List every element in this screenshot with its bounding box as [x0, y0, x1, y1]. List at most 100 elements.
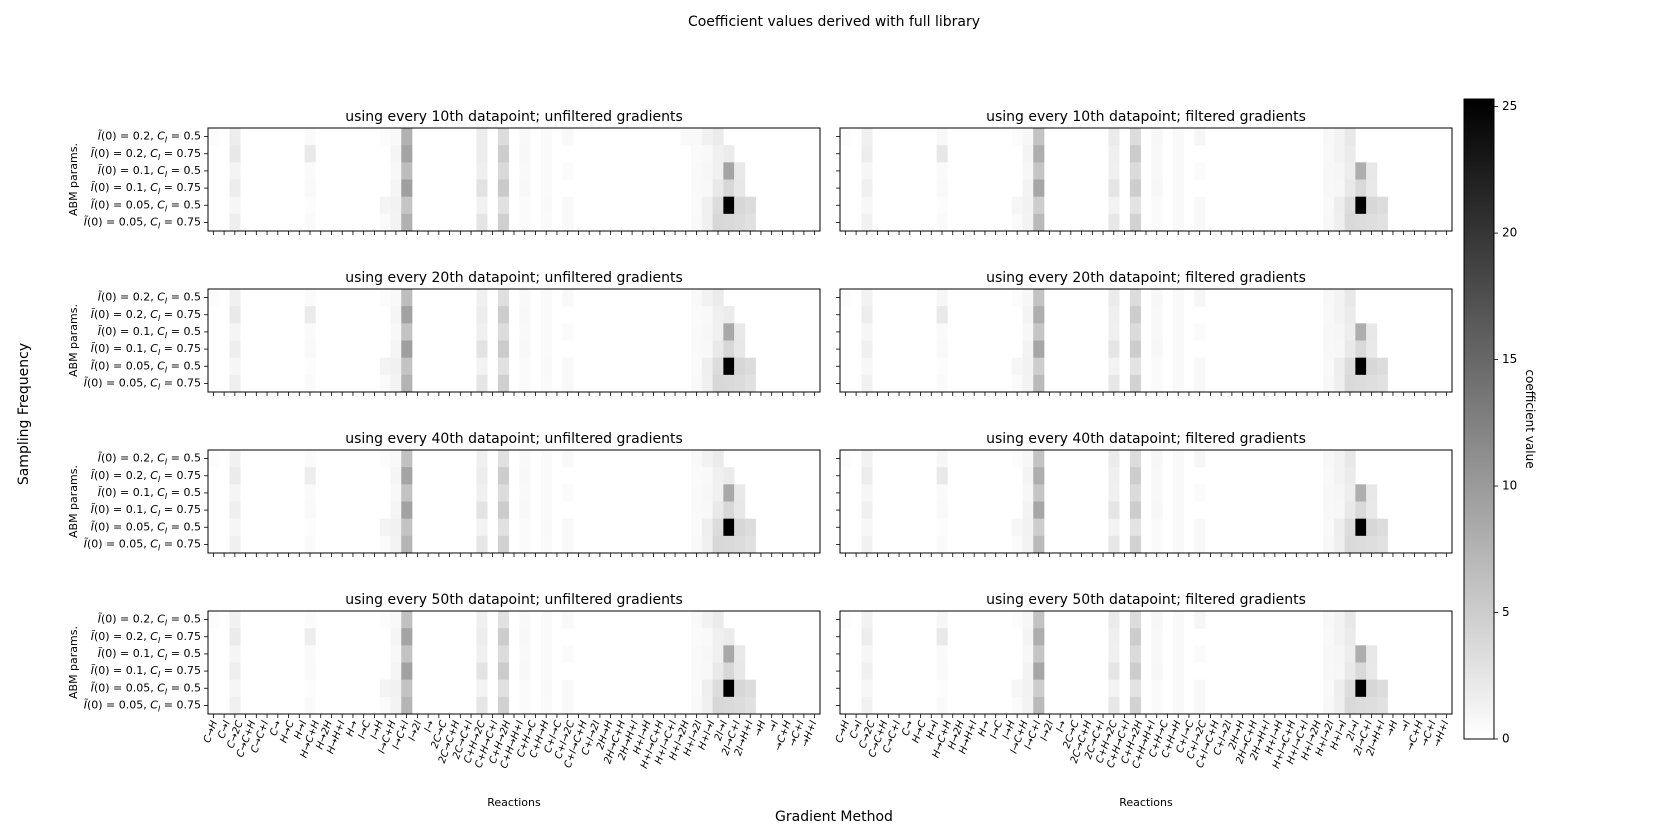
heatmap-cell	[304, 535, 316, 554]
row-label: Ĩ(0) = 0.05, CI = 0.5	[91, 681, 201, 696]
heatmap-cell	[723, 374, 735, 393]
heatmap-cell	[519, 518, 531, 537]
heatmap-cell	[304, 696, 316, 715]
heatmap-cell	[1022, 145, 1034, 163]
heatmap-cell	[691, 306, 703, 324]
heatmap-cell	[562, 162, 574, 180]
heatmap-cell	[229, 162, 241, 180]
heatmap-cell	[1033, 357, 1045, 376]
heatmap-cell	[691, 484, 703, 502]
heatmap-cell	[691, 213, 703, 232]
heatmap-cell	[691, 357, 703, 376]
heatmap-cell	[734, 662, 746, 681]
heatmap-cell	[840, 611, 852, 629]
heatmap-cell	[744, 374, 756, 393]
heatmap-cell	[712, 467, 724, 485]
heatmap-cell	[497, 484, 509, 502]
heatmap-cell	[1129, 501, 1141, 520]
heatmap-cell	[712, 628, 724, 646]
heatmap-cell	[936, 128, 948, 146]
heatmap-cell	[840, 289, 852, 307]
heatmap-cell	[562, 357, 574, 376]
heatmap-cell	[401, 518, 413, 537]
colorbar-tick-label: 20	[1502, 226, 1517, 240]
heatmap-cell	[1129, 628, 1141, 646]
heatmap-cell	[1366, 340, 1378, 359]
reaction-tick-label: H→	[977, 719, 993, 738]
heatmap-cell	[1333, 374, 1345, 393]
heatmap-cell	[861, 289, 873, 307]
heatmap-cell	[304, 213, 316, 232]
heatmap-cell	[701, 535, 713, 554]
heatmap-cell	[861, 501, 873, 520]
heatmap-cell	[476, 696, 488, 715]
row-label: Ĩ(0) = 0.2, CI = 0.75	[91, 469, 201, 484]
heatmap-cell	[540, 128, 552, 146]
heatmap-cell	[936, 306, 948, 324]
heatmap-cell	[723, 501, 735, 520]
heatmap-cell	[497, 501, 509, 520]
heatmap-cell	[1033, 467, 1045, 485]
heatmap-cell	[1344, 306, 1356, 324]
heatmap-cell	[1108, 467, 1120, 485]
heatmap-cell	[519, 323, 531, 341]
heatmap-cell	[936, 196, 948, 215]
heatmap-cell	[1323, 179, 1335, 198]
heatmap-cell	[401, 162, 413, 180]
heatmap-cell	[401, 145, 413, 163]
heatmap-cell	[1333, 696, 1345, 715]
heatmap-cell	[744, 535, 756, 554]
heatmap-cell	[401, 196, 413, 215]
heatmap-cell	[379, 128, 391, 146]
heatmap-cell	[476, 679, 488, 698]
row-label: Ĩ(0) = 0.1, CI = 0.75	[91, 342, 201, 357]
heatmap-cell	[1151, 162, 1163, 180]
heatmap-cell	[1011, 518, 1023, 537]
heatmap-cell	[1033, 679, 1045, 698]
heatmap-cell	[861, 535, 873, 554]
heatmap-cell	[723, 340, 735, 359]
heatmap-cell	[562, 696, 574, 715]
heatmap-cell	[1344, 535, 1356, 554]
heatmap-cell	[229, 196, 241, 215]
heatmap-cell	[1323, 357, 1335, 376]
heatmap-cell	[497, 179, 509, 198]
heatmap-cell	[1194, 213, 1206, 232]
heatmap-cell	[840, 128, 852, 146]
heatmap-cell	[1108, 162, 1120, 180]
figure-title: Coefficient values derived with full lib…	[688, 14, 980, 30]
heatmap-cell	[476, 213, 488, 232]
heatmap-cell	[476, 467, 488, 485]
heatmap-cell	[936, 213, 948, 232]
heatmap-cell	[540, 696, 552, 715]
row-label: Ĩ(0) = 0.1, CI = 0.75	[91, 664, 201, 679]
heatmap-cell	[701, 289, 713, 307]
heatmap-cell	[712, 128, 724, 146]
heatmap-cell	[229, 484, 241, 502]
heatmap-cell	[401, 306, 413, 324]
heatmap-cell	[701, 611, 713, 629]
heatmap-cell	[1011, 289, 1023, 307]
heatmap-cell	[936, 484, 948, 502]
heatmap-cell	[712, 484, 724, 502]
heatmap-cell	[497, 696, 509, 715]
heatmap-cell	[936, 374, 948, 393]
heatmap-cell	[519, 645, 531, 663]
heatmap-cell	[1344, 289, 1356, 307]
heatmap-cell	[1151, 306, 1163, 324]
heatmap-cell	[861, 611, 873, 629]
heatmap-cell	[497, 196, 509, 215]
heatmap-cell	[562, 679, 574, 698]
heatmap-cell	[1366, 374, 1378, 393]
heatmap-cell	[1129, 484, 1141, 502]
heatmap-cell	[229, 128, 241, 146]
heatmap-cell	[712, 611, 724, 629]
heatmap-cell	[1333, 196, 1345, 215]
heatmap-cell	[936, 145, 948, 163]
heatmap-cell	[1151, 357, 1163, 376]
heatmap-cell	[712, 450, 724, 468]
panel-ylabel: ABM params.	[67, 465, 80, 538]
heatmap-cell	[519, 484, 531, 502]
heatmap-cell	[1172, 162, 1184, 180]
heatmap-cell	[691, 289, 703, 307]
